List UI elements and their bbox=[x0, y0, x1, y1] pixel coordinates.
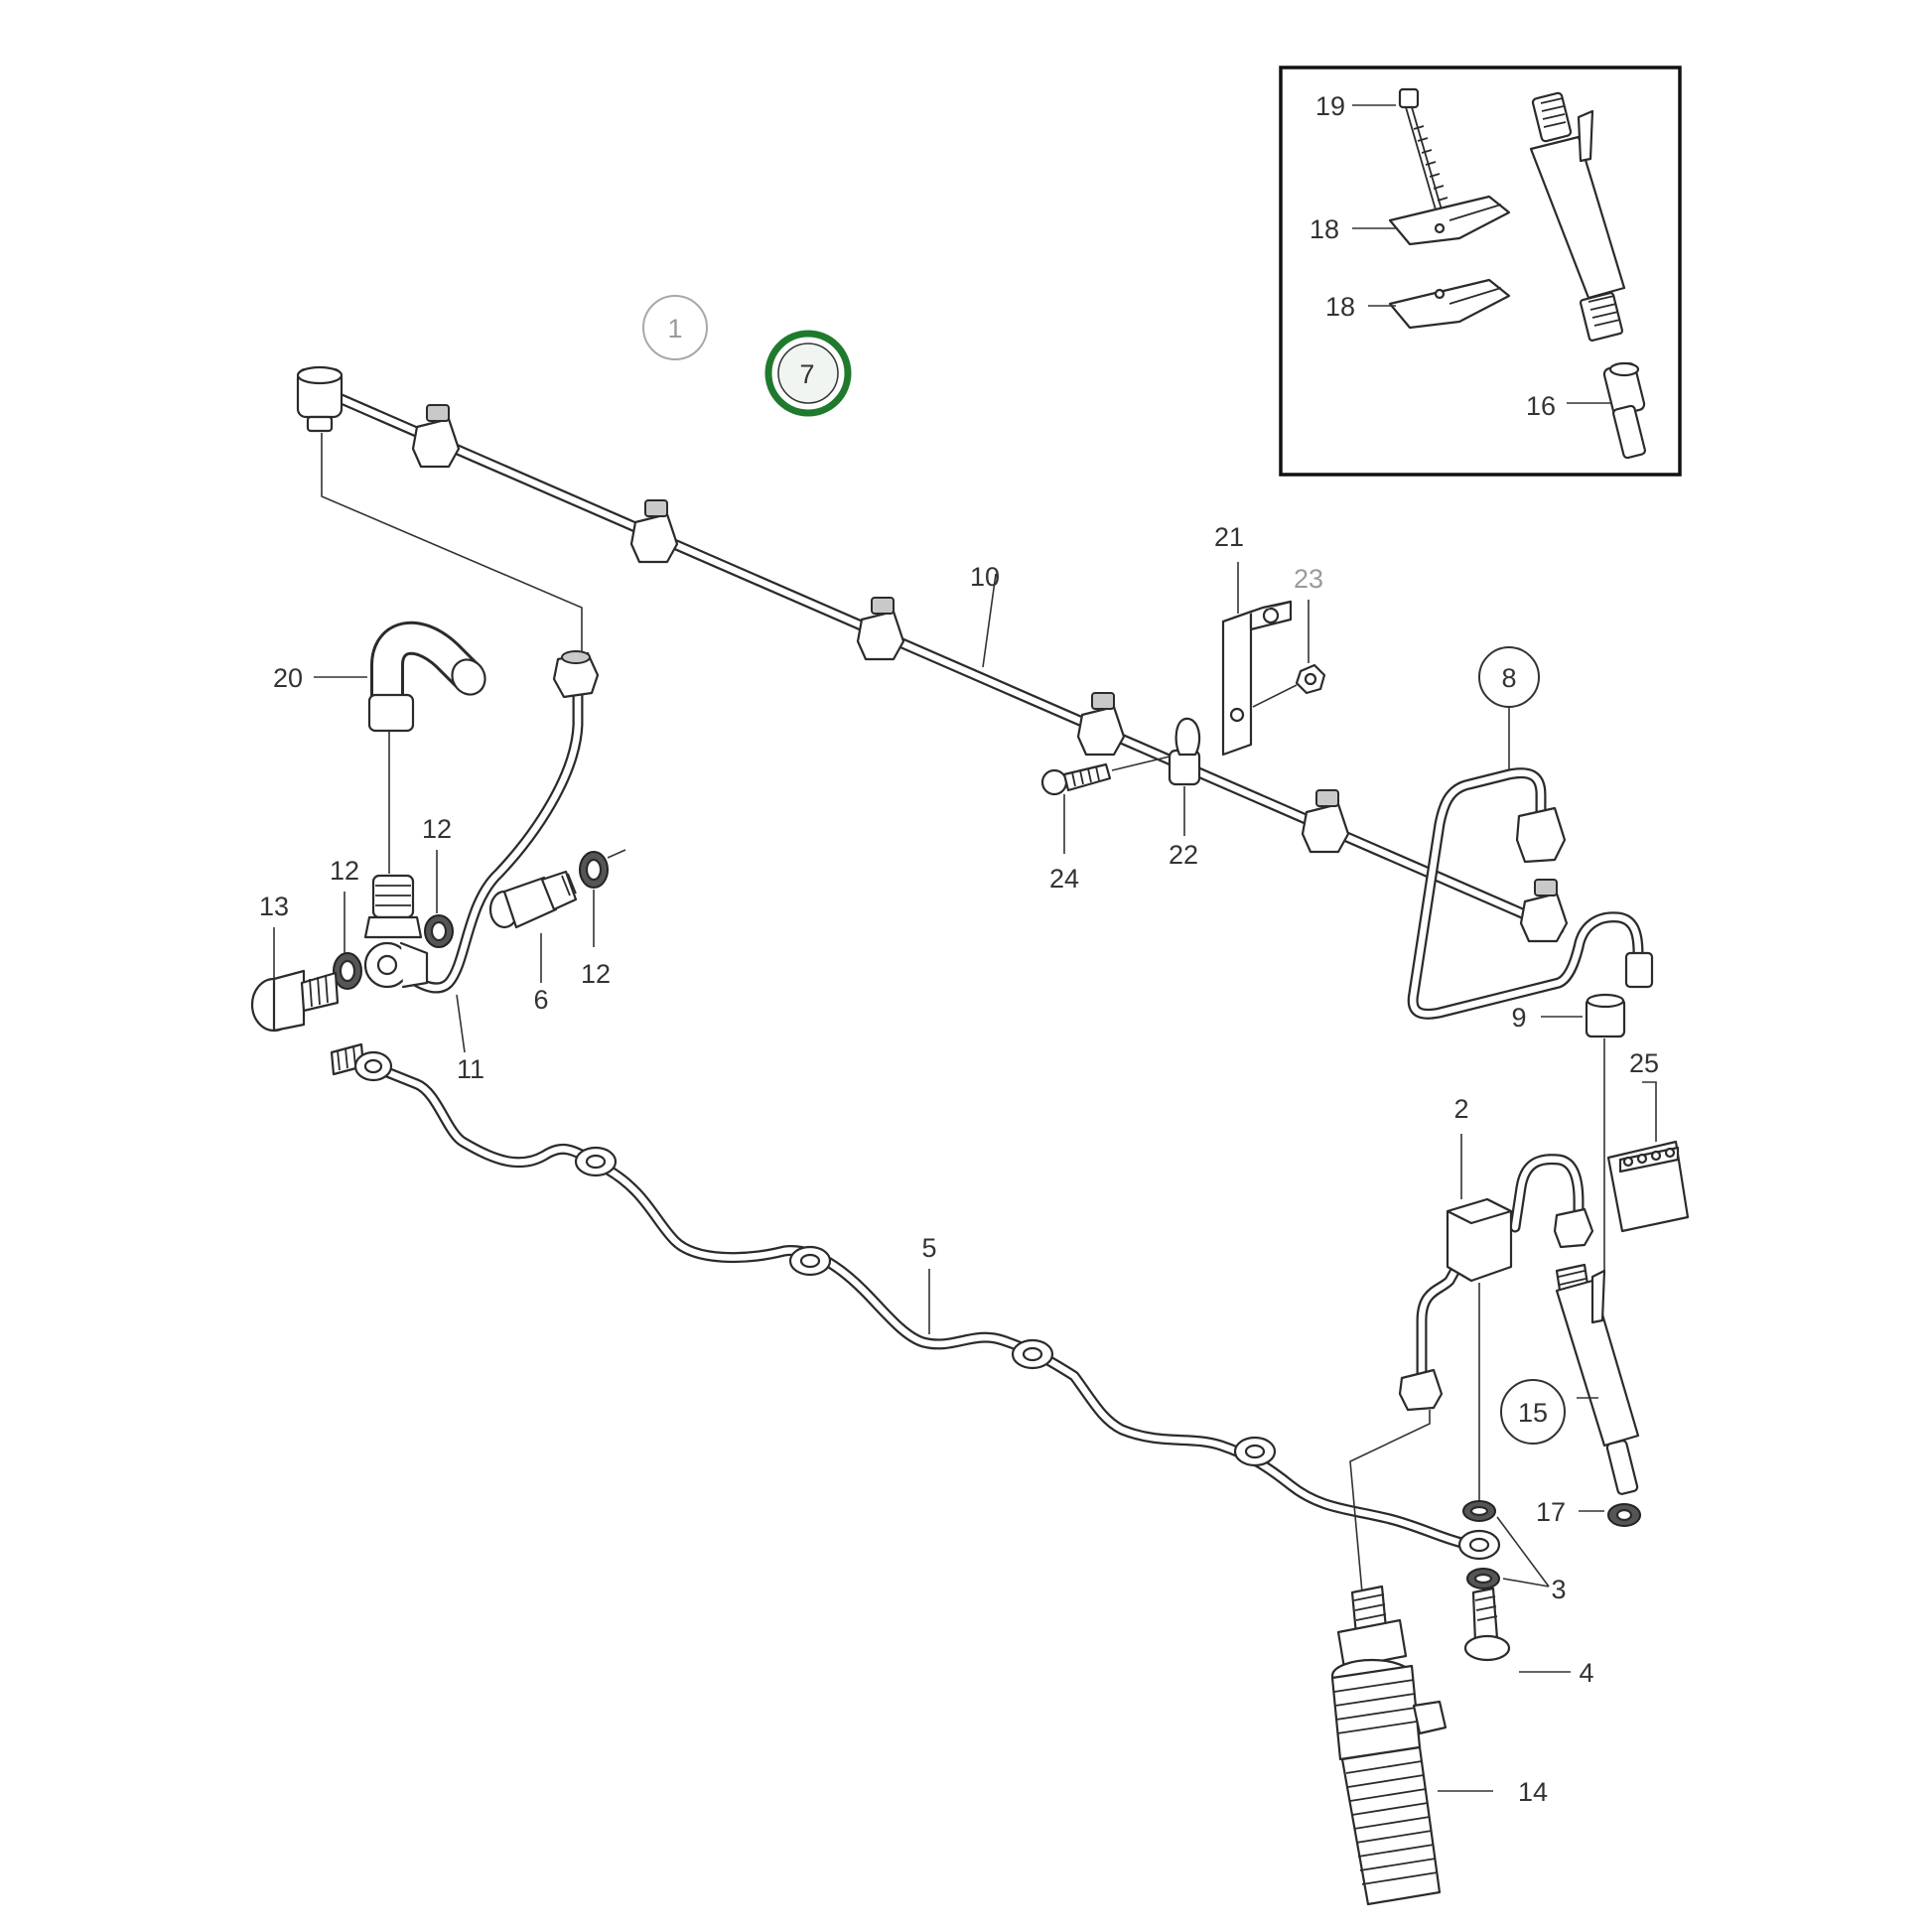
label-19: 19 bbox=[1315, 91, 1345, 121]
rail-nut bbox=[629, 499, 679, 564]
bracket-25[interactable] bbox=[1606, 1140, 1690, 1233]
label-18-upper: 18 bbox=[1310, 214, 1339, 244]
callout-7-highlighted[interactable]: 7 bbox=[764, 330, 852, 417]
svg-text:7: 7 bbox=[799, 359, 814, 389]
banjo-bolt-4[interactable] bbox=[1463, 1587, 1511, 1662]
label-10: 10 bbox=[970, 562, 1000, 592]
label-21: 21 bbox=[1214, 522, 1244, 552]
callout-15[interactable]: 15 bbox=[1500, 1379, 1566, 1445]
pipe-2[interactable] bbox=[1398, 1154, 1594, 1412]
label-3: 3 bbox=[1551, 1575, 1566, 1604]
elbow-20[interactable] bbox=[367, 621, 491, 733]
svg-text:1: 1 bbox=[667, 314, 682, 344]
sleeve-16[interactable] bbox=[1602, 361, 1646, 460]
label-20: 20 bbox=[273, 663, 303, 693]
svg-text:8: 8 bbox=[1501, 663, 1516, 693]
rail-nut bbox=[411, 404, 461, 469]
washer-3-upper[interactable] bbox=[1462, 1500, 1496, 1522]
fuel-rail-10[interactable] bbox=[296, 365, 1569, 943]
label-22: 22 bbox=[1169, 840, 1198, 870]
svg-text:15: 15 bbox=[1518, 1398, 1548, 1428]
label-12-left: 12 bbox=[330, 856, 359, 886]
return-line-5[interactable] bbox=[330, 1042, 1501, 1561]
bolt-19[interactable] bbox=[1398, 87, 1449, 224]
nut-23[interactable] bbox=[1295, 663, 1326, 695]
washer-3-lower[interactable] bbox=[1466, 1568, 1500, 1589]
pipe-8[interactable] bbox=[1407, 767, 1654, 1020]
clamp-plate-18-upper[interactable] bbox=[1388, 195, 1511, 246]
washer-12-c[interactable] bbox=[579, 851, 609, 889]
rail-nut bbox=[856, 597, 905, 661]
label-2: 2 bbox=[1453, 1094, 1468, 1124]
pump-element-14[interactable] bbox=[1330, 1410, 1448, 1906]
label-24: 24 bbox=[1049, 864, 1079, 894]
clamp-22[interactable] bbox=[1168, 717, 1201, 786]
injector-15[interactable] bbox=[1555, 1263, 1640, 1495]
rail-nut bbox=[1301, 789, 1350, 854]
inset-panel bbox=[1279, 66, 1682, 477]
label-12-top: 12 bbox=[422, 814, 452, 844]
label-4: 4 bbox=[1579, 1658, 1593, 1688]
label-9: 9 bbox=[1511, 1003, 1526, 1033]
label-25: 25 bbox=[1629, 1048, 1659, 1078]
label-13: 13 bbox=[259, 892, 289, 921]
label-5: 5 bbox=[921, 1233, 936, 1263]
callout-8[interactable]: 8 bbox=[1478, 646, 1540, 708]
rail-nut bbox=[1519, 879, 1569, 943]
injector-inset[interactable] bbox=[1529, 91, 1626, 342]
label-6: 6 bbox=[533, 985, 548, 1015]
rail-nut bbox=[1076, 692, 1126, 757]
washer-17[interactable] bbox=[1607, 1503, 1641, 1527]
clamp-plate-18-lower[interactable] bbox=[1388, 278, 1511, 330]
valve-6[interactable] bbox=[488, 870, 578, 929]
washer-12-a[interactable] bbox=[333, 952, 362, 990]
label-12-right: 12 bbox=[581, 959, 611, 989]
callout-1[interactable]: 1 bbox=[642, 295, 708, 360]
label-18-lower: 18 bbox=[1325, 292, 1355, 322]
bolt-24[interactable] bbox=[1040, 762, 1112, 796]
pipe-11[interactable] bbox=[397, 650, 600, 994]
label-14: 14 bbox=[1518, 1777, 1548, 1807]
washer-12-b[interactable] bbox=[424, 914, 454, 948]
banjo-fitting[interactable] bbox=[363, 874, 429, 989]
sleeve-9[interactable] bbox=[1585, 993, 1626, 1038]
label-17: 17 bbox=[1536, 1497, 1566, 1527]
bracket-21[interactable] bbox=[1221, 600, 1293, 757]
label-16: 16 bbox=[1526, 391, 1556, 421]
label-23: 23 bbox=[1294, 564, 1323, 594]
label-11: 11 bbox=[457, 1054, 484, 1084]
banjo-bolt-13[interactable] bbox=[250, 969, 340, 1033]
